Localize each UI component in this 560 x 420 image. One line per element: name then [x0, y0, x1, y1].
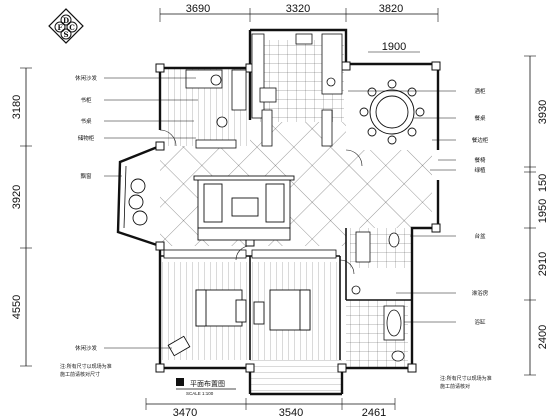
label-dining-table: 餐桌: [474, 114, 486, 122]
leaders-left: [104, 77, 198, 349]
bathroom-fixtures: [351, 231, 405, 362]
wardrobes: [163, 109, 337, 259]
note-left-line2: 施工前请核对尺寸: [60, 371, 100, 378]
dim-left-3: 4550: [11, 295, 23, 319]
dim-right-4: 2910: [537, 252, 549, 276]
leaders-right: [348, 90, 456, 323]
note-left-line1: 注:所有尺寸以现场为准: [60, 363, 112, 370]
label-plant: 绿植: [474, 166, 486, 174]
logo-letter-top: D: [63, 16, 69, 25]
label-study-sofa: 休闲沙发: [75, 74, 98, 82]
logo-letter-bottom: S: [63, 30, 68, 39]
dimension-bottom: 3470 3540 2461: [145, 398, 396, 419]
label-storage-cabinet: 储物柜: [78, 134, 95, 142]
structural-columns: [155, 61, 441, 373]
dimension-right: 3930 150 1950 2910 2400: [524, 55, 549, 376]
note-right-line2: 施工前请核对: [440, 383, 470, 390]
dim-top-3: 3820: [379, 3, 403, 15]
dim-left-1: 3180: [11, 95, 23, 119]
title-block: 平面布置图 SCALE 1:100: [176, 378, 236, 396]
label-sideboard: 酒柜: [474, 87, 486, 95]
dim-bottom-2: 3540: [279, 407, 303, 419]
door-swings: [159, 129, 363, 275]
study-furniture: [185, 69, 247, 149]
logo-letter-right: C: [69, 23, 75, 32]
balcony-bottom-floor: [250, 360, 342, 394]
label-leisure-sofa: 休闲沙发: [75, 344, 98, 352]
dimension-balcony: 1900: [368, 41, 420, 53]
dim-top-2: 3320: [286, 3, 310, 15]
label-dining-chair: 餐椅: [474, 156, 486, 164]
dining-table: [359, 79, 425, 145]
kitchen-counters: [251, 33, 343, 119]
dim-bottom-3: 2461: [362, 407, 386, 419]
living-sofa-set: [193, 175, 295, 241]
label-desk: 书桌: [80, 117, 92, 125]
note-right-line1: 注:所有尺寸以现场为准: [440, 375, 492, 382]
dimension-top: 3690 3320 3820: [159, 3, 439, 22]
label-shower-room: 淋浴房: [472, 289, 489, 297]
dim-right-2: 150: [537, 174, 549, 192]
label-bookcase: 书柜: [80, 96, 92, 104]
logo-emblem: D F C S: [48, 8, 84, 44]
beds: [195, 289, 311, 331]
dim-right-5: 2400: [537, 325, 549, 349]
label-bay-window: 飘窗: [80, 172, 92, 180]
drawing-title: 平面布置图: [190, 379, 225, 388]
bay-window-seating: [128, 178, 148, 226]
lounge-chair: [167, 335, 191, 357]
dim-left-2: 3920: [11, 185, 23, 209]
dim-right-3: 1950: [537, 199, 549, 223]
dim-bottom-1: 3470: [173, 407, 197, 419]
label-washbasin: 台盆: [474, 232, 486, 240]
label-dining-side: 餐边柜: [472, 136, 489, 144]
label-bathtub: 浴缸: [474, 318, 486, 326]
dim-balcony: 1900: [382, 41, 406, 53]
dim-top-1: 3690: [186, 3, 210, 15]
drawing-scale: SCALE 1:100: [186, 391, 214, 396]
dimension-left: 3180 3920 4550: [11, 67, 32, 367]
dim-right-1: 3930: [537, 100, 549, 124]
logo-letter-left: F: [58, 23, 63, 32]
